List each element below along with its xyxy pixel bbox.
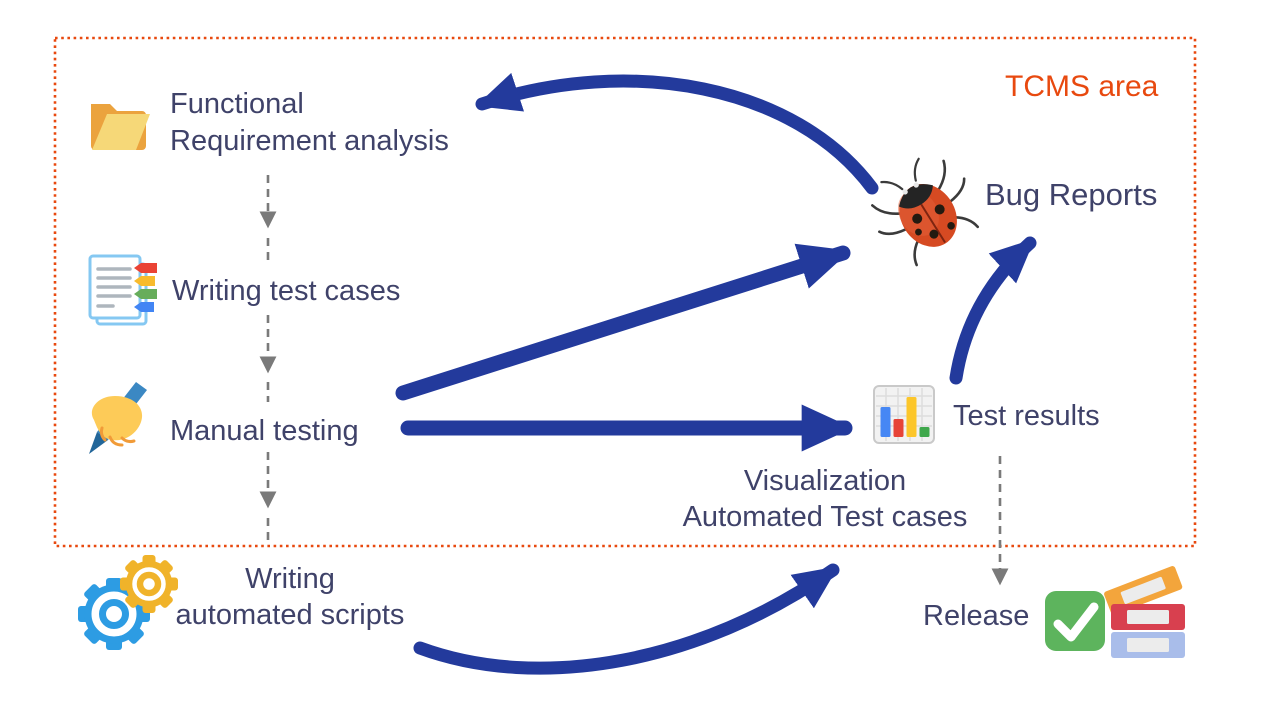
check-mark-icon [1045, 591, 1105, 651]
bookmark-tabs-icon [88, 254, 157, 326]
arrow-scripts-to-visualization [413, 563, 840, 675]
bug-reports-label: Bug Reports [985, 177, 1158, 212]
open-folder-icon [91, 104, 150, 150]
writing-automated-scripts-label: Writing automated scripts [152, 561, 428, 633]
writing-test-cases-label: Writing test cases [172, 275, 401, 307]
writing-automated-scripts-line2: automated scripts [175, 599, 405, 631]
visualization-line1: Visualization [743, 465, 907, 497]
visualization-label: Visualization Automated Test cases [645, 463, 1005, 535]
arrow-bug-to-requirements [475, 72, 879, 195]
gears-icon [78, 555, 178, 650]
test-results-label: Test results [953, 400, 1100, 432]
visualization-line2: Automated Test cases [682, 501, 968, 533]
bar-chart-icon [873, 385, 935, 444]
manual-testing-label: Manual testing [170, 415, 359, 447]
ladybug-icon [871, 157, 980, 267]
release-label: Release [923, 600, 1030, 632]
books-stack-icon [1104, 566, 1185, 658]
functional-label-line1: Functional [170, 88, 304, 120]
writing-automated-scripts-line1: Writing [245, 563, 335, 595]
arrow-manual-to-bug [395, 243, 851, 401]
writing-hand-icon [89, 382, 147, 454]
tcms-area-label: TCMS area [1005, 70, 1159, 103]
functional-label-line2: Requirement analysis [170, 125, 449, 157]
